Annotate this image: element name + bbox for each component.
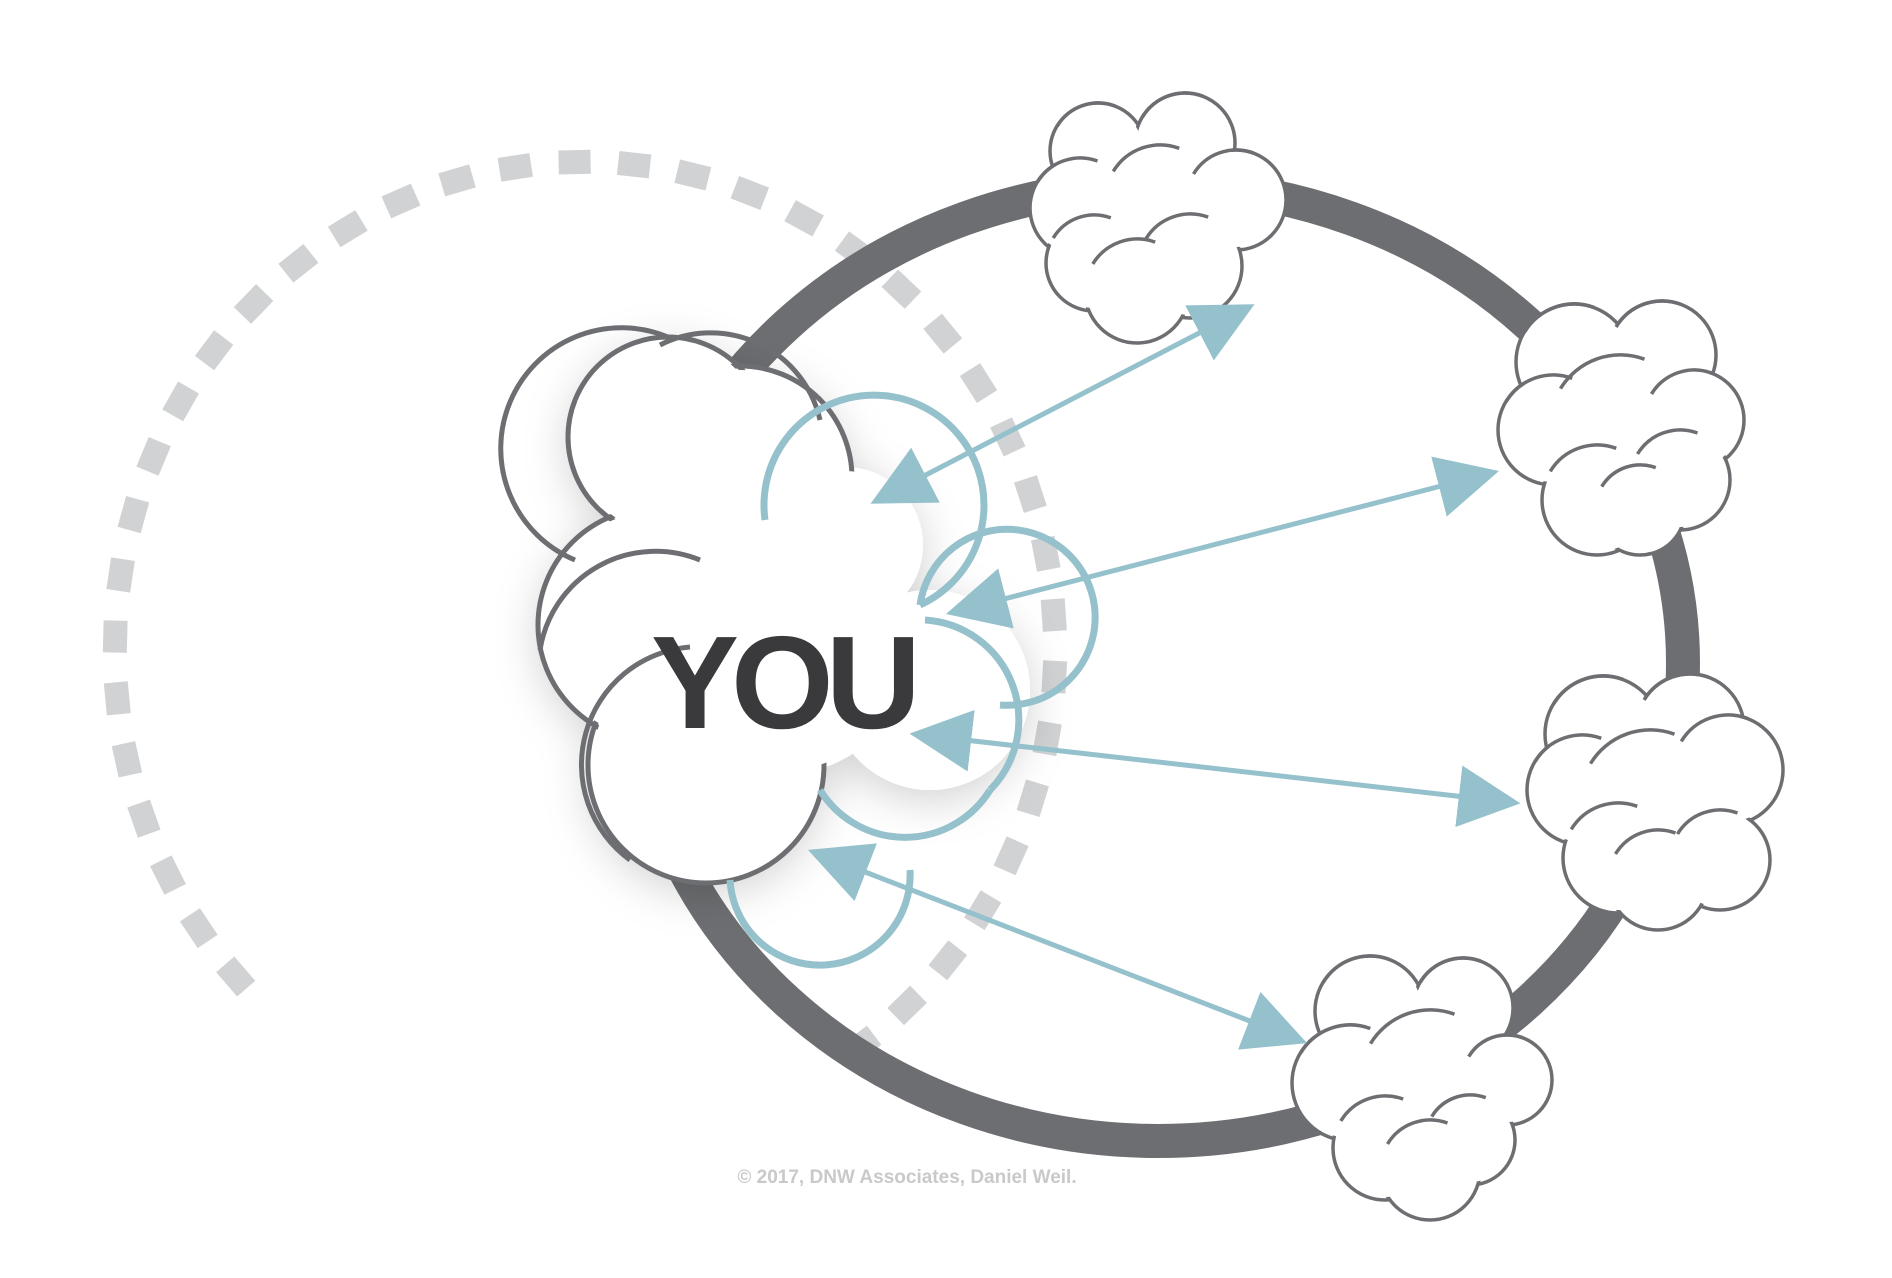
- dotted-ring-dash: [117, 495, 150, 534]
- dotted-ring-dash: [327, 210, 368, 248]
- peer-cloud-top: [1028, 91, 1288, 345]
- dotted-ring-dash: [111, 741, 143, 778]
- dotted-ring-dash: [381, 183, 421, 219]
- dotted-ring-dash: [887, 985, 927, 1026]
- arrow-to-peer-right-upper: [945, 456, 1500, 629]
- dotted-ring-dash: [216, 956, 256, 997]
- dotted-ring-dash: [103, 681, 131, 716]
- dotted-ring-dash: [150, 855, 186, 895]
- dotted-ring-dash: [1014, 475, 1047, 514]
- dotted-ring-dash: [1040, 598, 1067, 632]
- arrow-to-peer-right-lower: [909, 709, 1521, 828]
- dotted-ring-dash: [993, 836, 1029, 876]
- connection-arrows: [807, 304, 1521, 1050]
- copyright-notice: © 2017, DNW Associates, Daniel Weil.: [737, 1167, 1076, 1188]
- dotted-ring-dash: [162, 381, 199, 422]
- dotted-ring-dash: [127, 799, 161, 838]
- dotted-ring-dash: [102, 620, 128, 653]
- dotted-ring-dash: [438, 164, 476, 197]
- dotted-ring-dash: [881, 269, 922, 309]
- dotted-ring-dash: [136, 437, 171, 476]
- you-label: YOU: [651, 609, 914, 756]
- dotted-ring-dash: [928, 940, 968, 981]
- dotted-ring-dash: [179, 908, 218, 949]
- arrow-to-peer-top: [870, 304, 1255, 504]
- dotted-ring-dash: [730, 176, 770, 210]
- peer-clouds: [1028, 91, 1785, 1222]
- peer-cloud-right-lower: [1525, 672, 1785, 932]
- dotted-ring-dash: [923, 313, 963, 354]
- arrow-to-peer-bottom: [807, 843, 1308, 1050]
- dotted-ring-dash: [497, 153, 533, 182]
- dotted-ring-dash: [194, 330, 234, 371]
- dotted-ring-dash: [784, 200, 824, 237]
- dotted-ring-dash: [674, 159, 712, 191]
- dotted-ring-dash: [959, 363, 998, 404]
- dotted-ring-dash: [1016, 779, 1049, 818]
- peer-cloud-right-upper: [1496, 299, 1746, 557]
- dotted-ring-dash: [106, 557, 135, 593]
- dotted-ring-dash: [558, 149, 591, 175]
- dotted-ring-dash: [278, 243, 319, 283]
- dotted-ring-dash: [616, 151, 652, 179]
- you-cloud: [498, 325, 1099, 969]
- dotted-ring-dash: [233, 284, 274, 324]
- peer-cloud-bottom: [1290, 954, 1554, 1222]
